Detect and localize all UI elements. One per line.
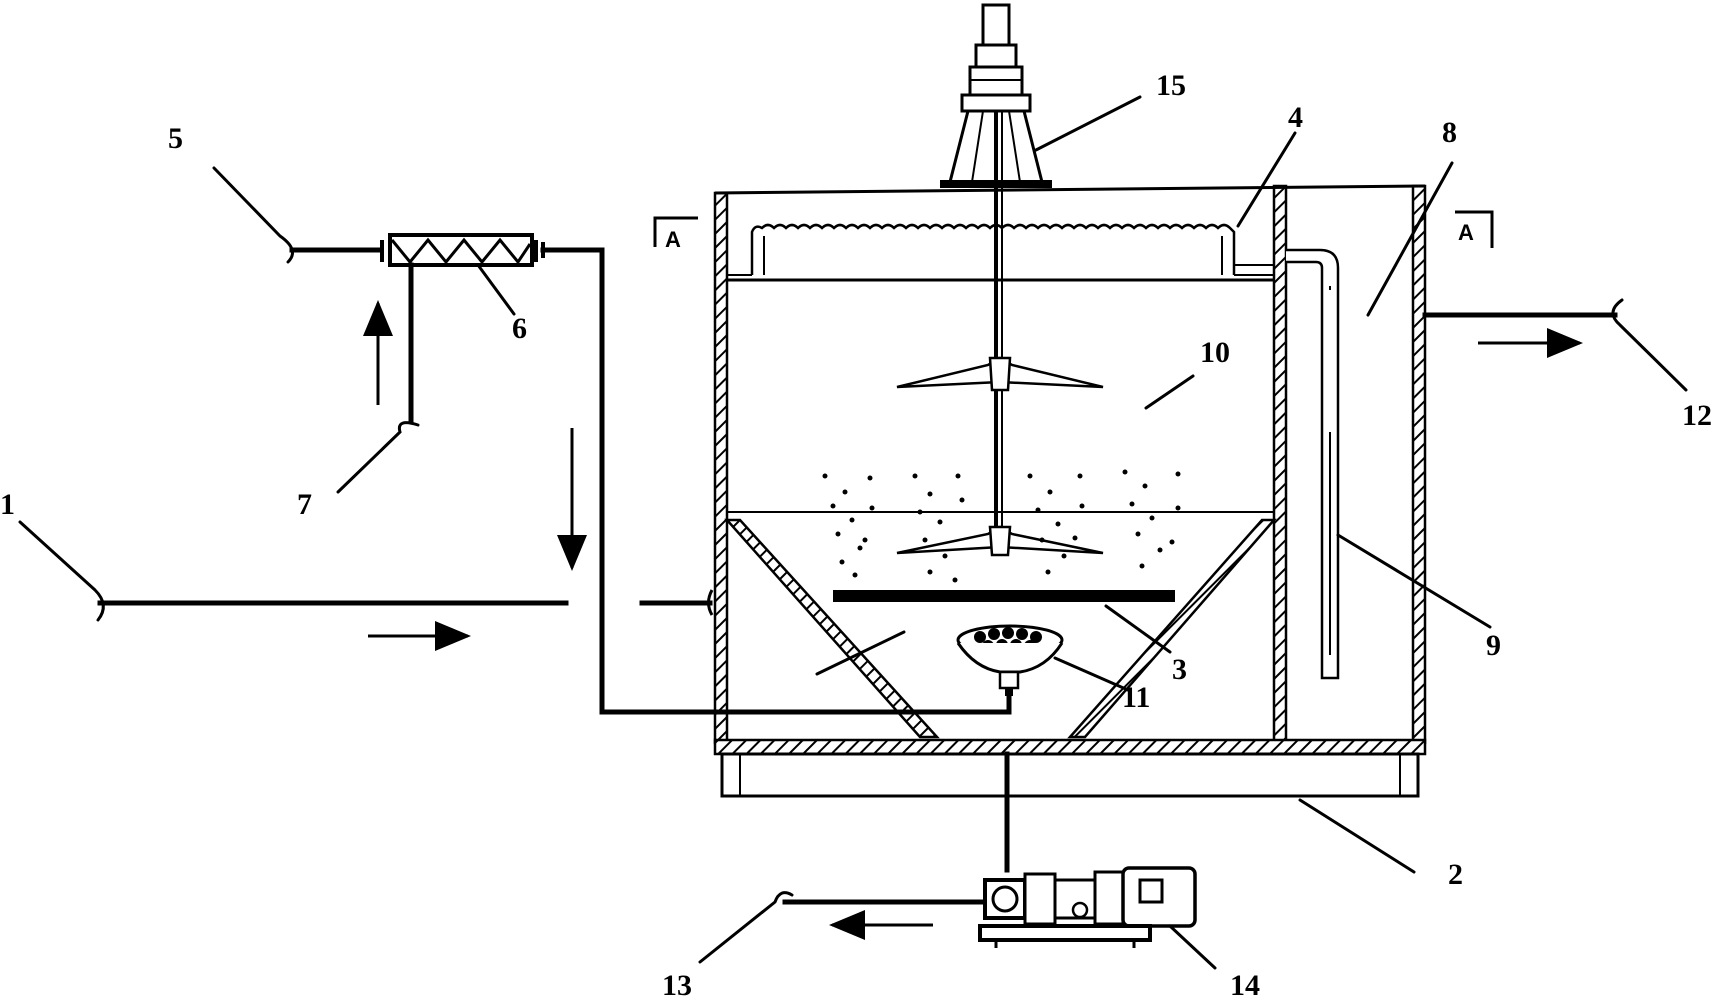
flow-arrows [363, 300, 1583, 940]
screw-feeder [289, 233, 538, 423]
label-2: 2 [1448, 858, 1463, 891]
tank-right-wall [1411, 184, 1427, 745]
lower-impeller [896, 525, 1104, 557]
label-7: 7 [297, 488, 312, 521]
label-8: 8 [1442, 116, 1457, 149]
effluent-pipe [1286, 248, 1340, 680]
bubbles [822, 469, 1181, 583]
label-11: 11 [1122, 681, 1150, 714]
tank-top-line [714, 184, 1426, 195]
part-labels: 1 2 3 4 5 6 7 8 9 10 11 12 13 14 15 [0, 69, 1712, 997]
base-frame [720, 752, 1420, 798]
label-15: 15 [1156, 69, 1186, 102]
label-4: 4 [1288, 101, 1303, 134]
label-1: 1 [0, 488, 15, 521]
agitator-drive [940, 3, 1052, 540]
air-supply-pipe [540, 247, 1012, 715]
label-3: 3 [1172, 653, 1187, 686]
label-10: 10 [1200, 336, 1230, 369]
label-12: 12 [1682, 399, 1712, 432]
label-6: 6 [512, 312, 527, 345]
conical-hopper [724, 518, 1277, 739]
tank-partition-wall [1272, 184, 1288, 745]
tank-body [713, 184, 1427, 798]
sludge-pump [978, 866, 1197, 948]
section-mark-right: A [1455, 210, 1494, 248]
upper-impeller [896, 356, 1104, 392]
aeration-plate [833, 590, 1175, 602]
label-5: 5 [168, 122, 183, 155]
leader-lines [18, 95, 1688, 970]
tank-left-wall [713, 191, 729, 745]
label-14: 14 [1230, 969, 1260, 997]
tank-bottom-slab [713, 738, 1427, 756]
diffuser [956, 624, 1064, 696]
section-label-left: A [665, 227, 681, 252]
section-label-right: A [1458, 220, 1474, 245]
overflow-weir [727, 223, 1274, 276]
section-mark-left: A [653, 216, 698, 252]
label-9: 9 [1486, 629, 1501, 662]
label-13: 13 [662, 969, 692, 997]
